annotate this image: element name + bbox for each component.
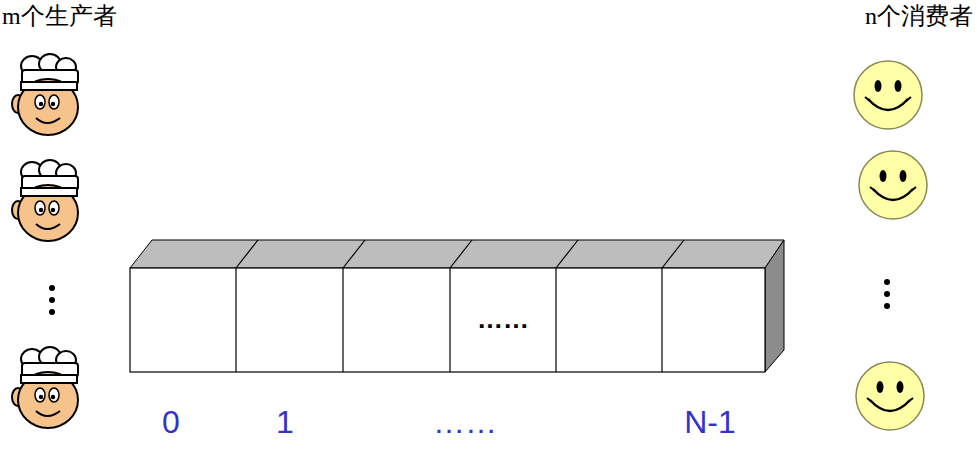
index-label: N-1 — [684, 406, 736, 438]
producers-label: m个生产者 — [2, 4, 117, 28]
consumers-label: n个消费者 — [865, 4, 973, 28]
index-label: 1 — [276, 406, 294, 438]
index-label: 0 — [162, 406, 180, 438]
index-label: …… — [433, 406, 497, 438]
cell-ellipsis: …… — [477, 306, 529, 332]
